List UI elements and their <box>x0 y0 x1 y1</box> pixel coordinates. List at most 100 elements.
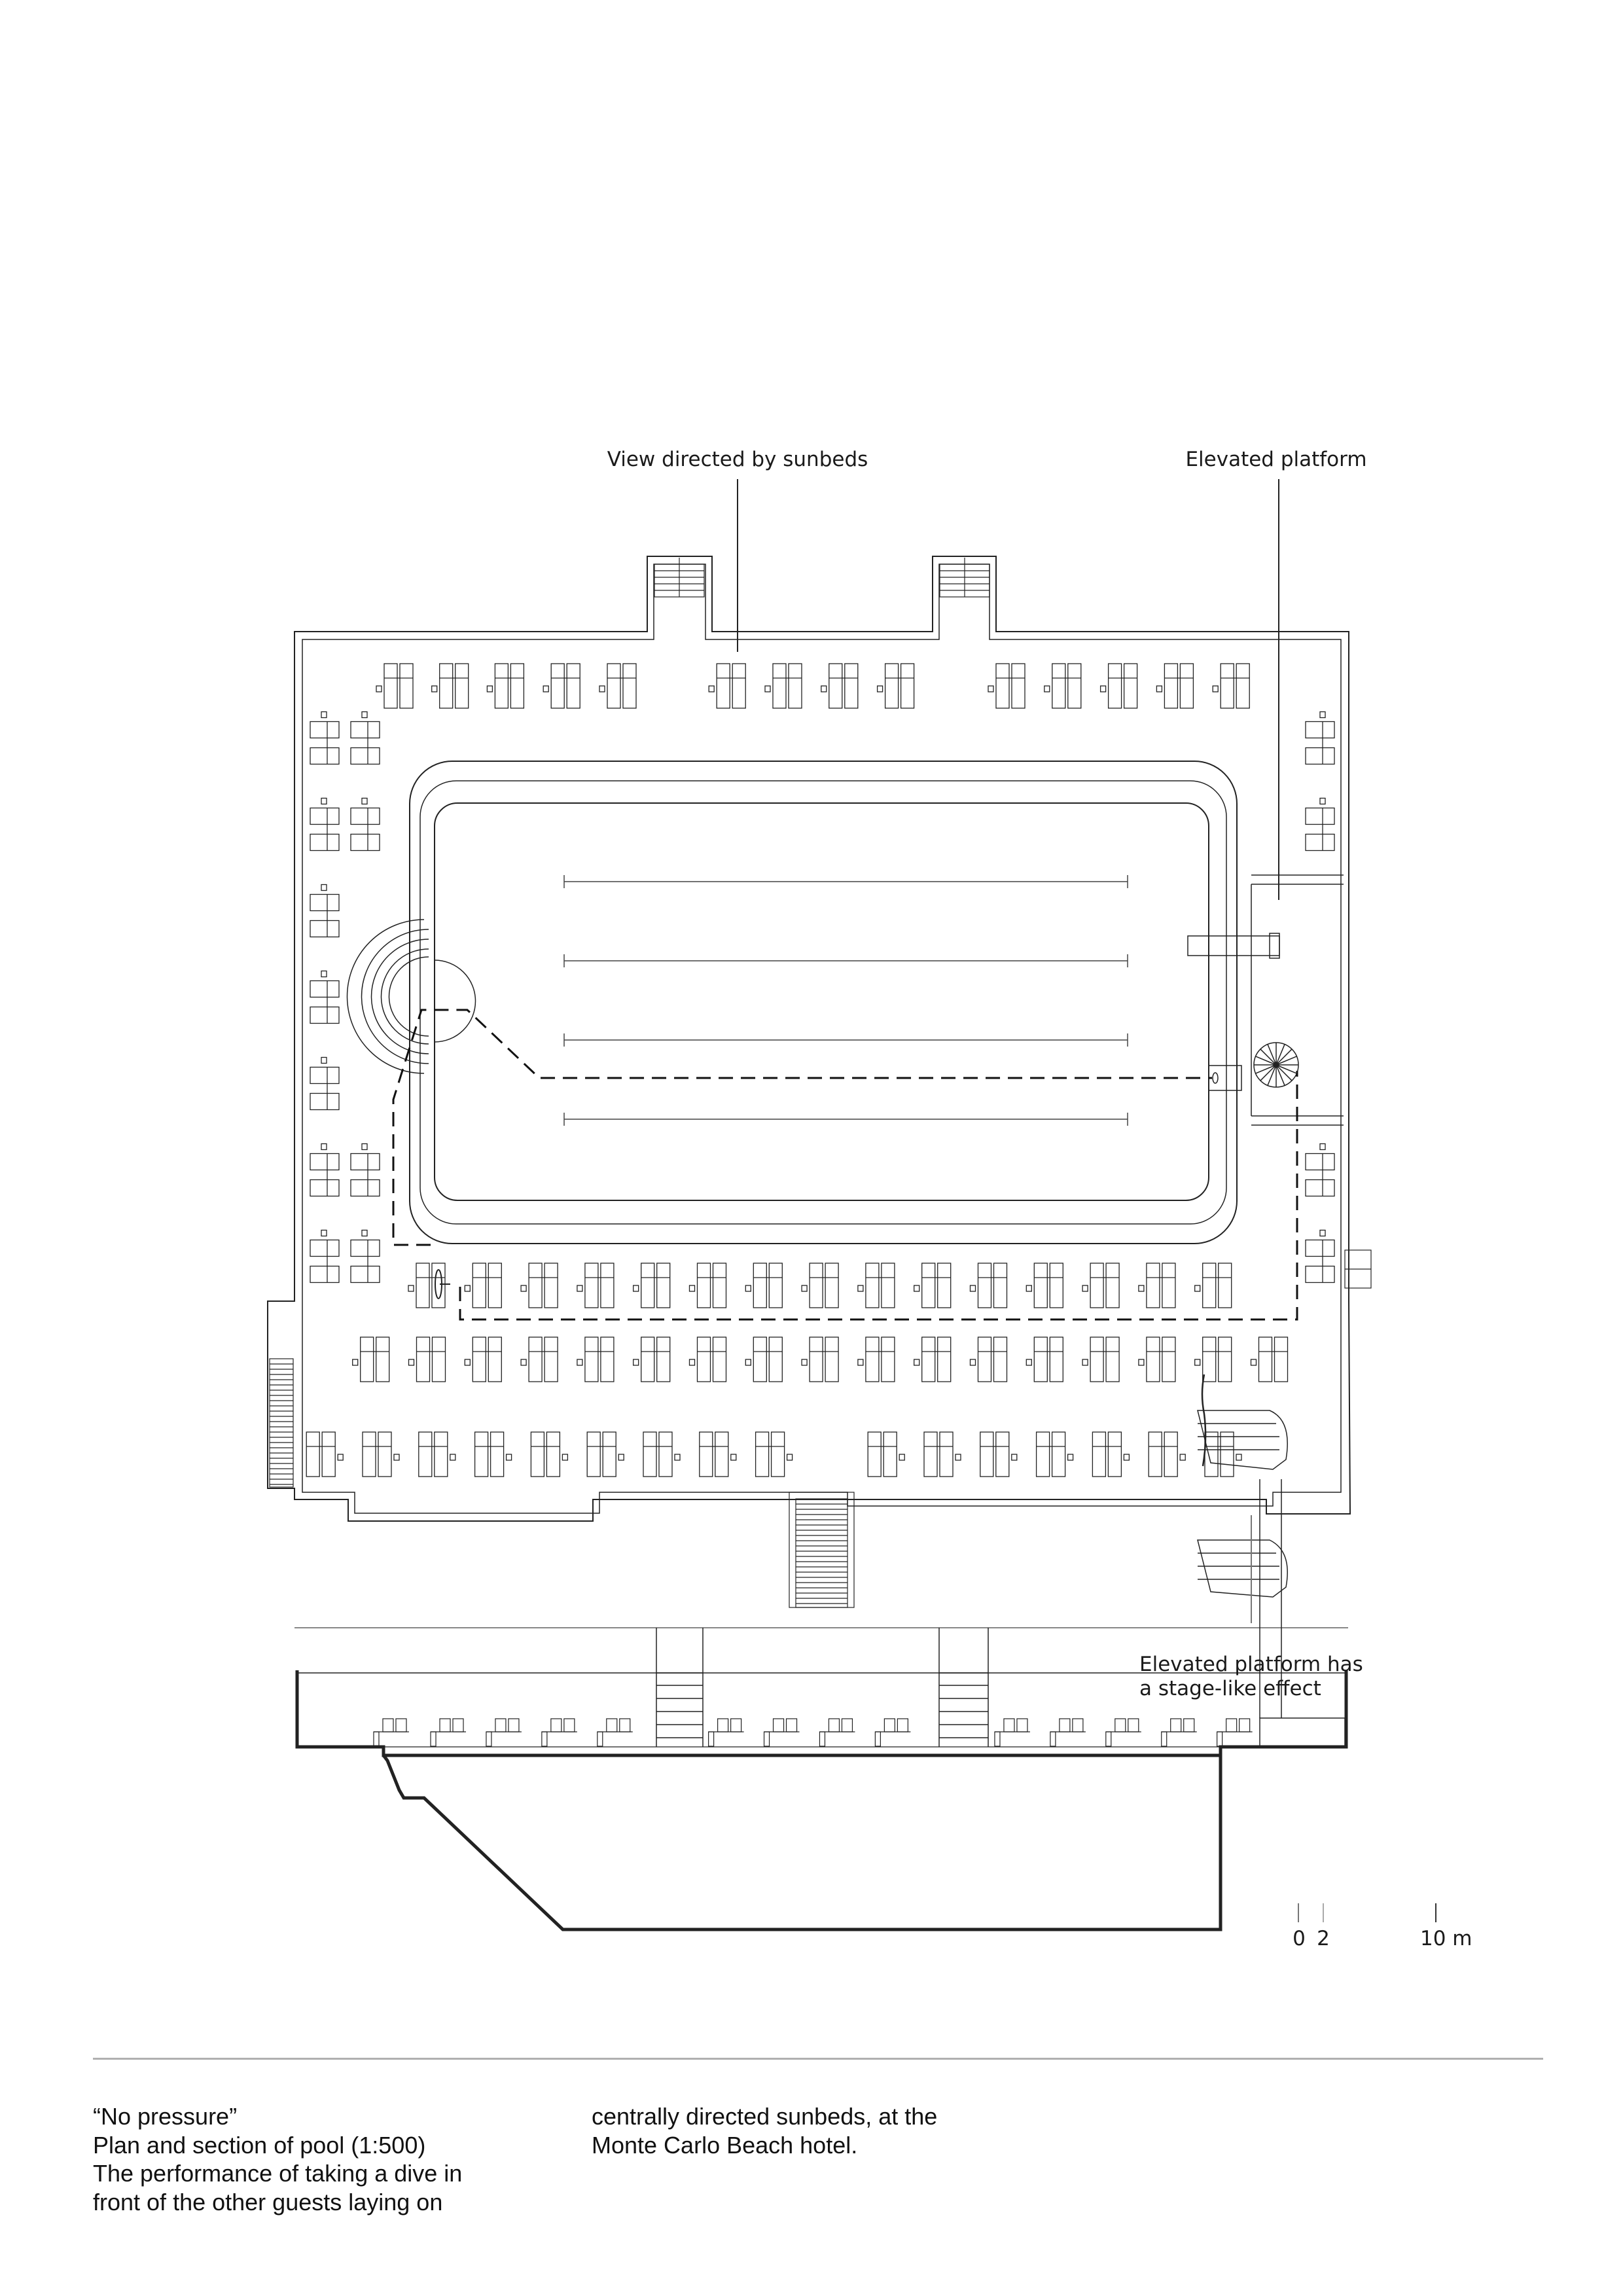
pool-deck-edge <box>409 761 1238 1244</box>
sunbed <box>1194 1263 1232 1308</box>
sunbed-section <box>708 1718 744 1747</box>
sunbed <box>969 1336 1008 1382</box>
sunbed <box>577 1336 615 1382</box>
sunbeds <box>306 663 1335 1477</box>
sunbed <box>520 1336 558 1382</box>
sunbed-section <box>430 1718 467 1747</box>
sunbed <box>464 1336 502 1382</box>
scale-bar <box>1298 1903 1436 1922</box>
sunbed <box>310 970 340 1024</box>
terrace-outline <box>267 556 1351 1522</box>
sunbed <box>586 1431 624 1477</box>
dive-route-return <box>459 1071 1298 1321</box>
stairs-west <box>269 1358 294 1488</box>
sunbed <box>1035 1431 1074 1477</box>
sunbed-section <box>1105 1718 1141 1747</box>
sunbed <box>350 797 380 852</box>
sunbed <box>755 1431 793 1477</box>
sunbed <box>708 663 746 709</box>
dive-route <box>392 1009 1212 1246</box>
label-stage-effect-1: Elevated platform has <box>1139 1653 1363 1676</box>
caption-title: “No pressure” <box>93 2103 238 2130</box>
sunbed <box>408 1336 446 1382</box>
label-stage-effect-2: a stage-like effect <box>1139 1677 1321 1700</box>
sunbed <box>1204 1431 1242 1477</box>
sunbed <box>1212 663 1250 709</box>
scale-label-0: 0 <box>1293 1927 1306 1950</box>
sunbed <box>1044 663 1082 709</box>
sunbed <box>1194 1336 1232 1382</box>
scale-label-10m: 10 m <box>1420 1927 1472 1950</box>
sunbed <box>310 1143 340 1197</box>
sunbed-section <box>1161 1718 1197 1747</box>
sunbed-section <box>597 1718 633 1747</box>
sunbed <box>764 663 802 709</box>
caption-column-1: “No pressure” Plan and section of pool (… <box>93 2102 462 2216</box>
sunbed <box>857 1336 895 1382</box>
sunbed <box>801 1263 839 1308</box>
pool-basin <box>434 802 1209 1201</box>
sunbed <box>310 711 340 765</box>
sunbed <box>745 1336 783 1382</box>
sunbed <box>969 1263 1008 1308</box>
sunbed <box>857 1263 895 1308</box>
sunbed-section <box>763 1718 800 1747</box>
sunbed <box>914 1336 952 1382</box>
sunbed <box>643 1431 681 1477</box>
sunbed <box>530 1431 569 1477</box>
lane-lines <box>563 875 1128 1126</box>
sunbed <box>350 711 380 765</box>
sunbed <box>464 1263 502 1308</box>
sunbed <box>1026 1336 1063 1382</box>
sunbed-section <box>874 1718 911 1747</box>
sunbed-section <box>486 1718 522 1747</box>
sunbed <box>599 663 637 709</box>
sunbed <box>1250 1336 1289 1382</box>
sunbed <box>1082 1263 1120 1308</box>
label-view-sunbeds: View directed by sunbeds <box>607 448 868 471</box>
sunbed <box>408 1263 446 1308</box>
sunbed <box>310 1056 340 1111</box>
sunbed <box>988 663 1026 709</box>
sunbed <box>431 663 469 709</box>
sunbed <box>1026 1263 1063 1308</box>
sunbed <box>350 1143 380 1197</box>
caption-line: Plan and section of pool (1:500) <box>93 2131 426 2159</box>
sunbed <box>418 1431 456 1477</box>
sunbed-section <box>994 1718 1030 1747</box>
diving-platform <box>1187 874 1344 1126</box>
sunbed <box>577 1263 615 1308</box>
caption-line: Monte Carlo Beach hotel. <box>592 2131 858 2159</box>
sunbed <box>1082 1336 1120 1382</box>
sunbed <box>1148 1431 1186 1477</box>
sunbed-section <box>819 1718 855 1747</box>
sunbed <box>821 663 859 709</box>
sunbed <box>980 1431 1018 1477</box>
pool-plan <box>267 479 1372 1608</box>
caption-divider <box>93 2058 1543 2060</box>
sunbed <box>474 1431 512 1477</box>
sunbed <box>543 663 580 709</box>
sunbed <box>1156 663 1194 709</box>
sunbed <box>633 1263 671 1308</box>
sunbed <box>362 1431 400 1477</box>
sunbed <box>688 1336 727 1382</box>
pool-section <box>294 1374 1348 1931</box>
sunbed <box>867 1431 905 1477</box>
pool-coping <box>419 780 1227 1225</box>
sunbed <box>745 1263 783 1308</box>
sunbed-section <box>373 1718 409 1747</box>
caption-line: front of the other guests laying on <box>93 2188 443 2215</box>
stairs-south <box>789 1492 855 1608</box>
sunbed <box>352 1336 390 1382</box>
sunbed <box>1138 1336 1176 1382</box>
stairs-north-2 <box>939 558 990 598</box>
sunbed <box>310 1229 340 1283</box>
sunbed <box>310 797 340 852</box>
sunbed <box>801 1336 839 1382</box>
sunbed <box>633 1336 671 1382</box>
sunbed <box>486 663 525 709</box>
sunbed <box>376 663 414 709</box>
sunbed-section <box>1217 1718 1253 1747</box>
diver-figure-section <box>1201 1374 1207 1467</box>
